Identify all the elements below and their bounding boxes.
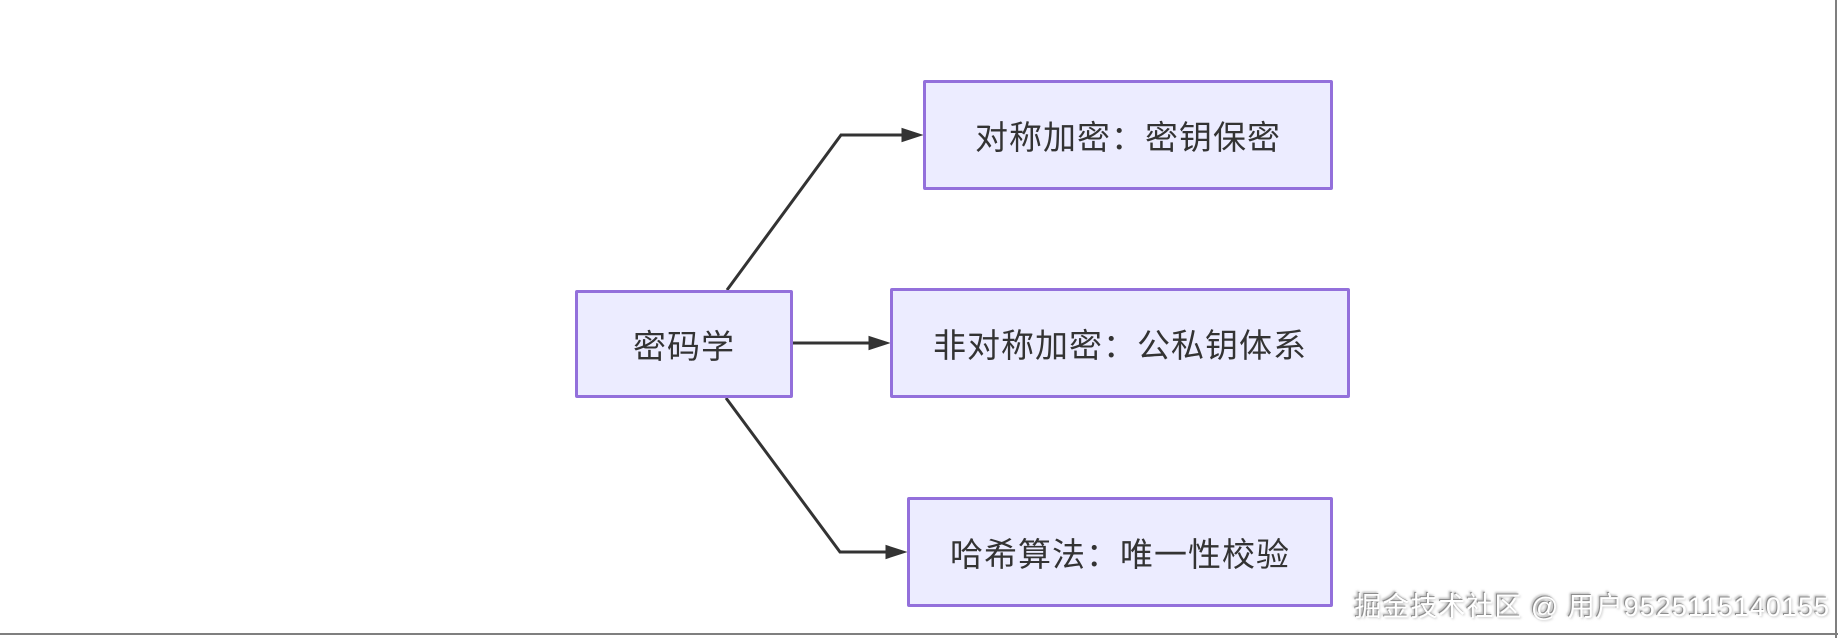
arrowhead-asymmetric-icon: [868, 335, 891, 351]
juejin-watermark: 掘金技术社区 @ 用户9525115140155: [1354, 592, 1830, 622]
node-asymmetric-encryption-label: 非对称加密：公私钥体系: [933, 327, 1307, 364]
arrowhead-hash-icon: [885, 544, 908, 560]
arrowhead-symmetric-icon: [901, 127, 924, 143]
frame-bottom-line: [0, 633, 1838, 635]
node-hash-algorithm-label: 哈希算法：唯一性校验: [950, 536, 1290, 573]
edge-root-to-hash: [724, 397, 887, 554]
node-cryptography-label: 密码学: [633, 328, 735, 365]
node-symmetric-encryption-label: 对称加密：密钥保密: [975, 119, 1281, 156]
node-asymmetric-encryption: 非对称加密：公私钥体系: [890, 288, 1350, 398]
edge-root-to-symmetric: [725, 133, 903, 291]
node-symmetric-encryption: 对称加密：密钥保密: [923, 80, 1333, 190]
node-cryptography: 密码学: [575, 290, 793, 398]
frame-right-line: [1835, 0, 1837, 638]
node-hash-algorithm: 哈希算法：唯一性校验: [907, 497, 1333, 607]
